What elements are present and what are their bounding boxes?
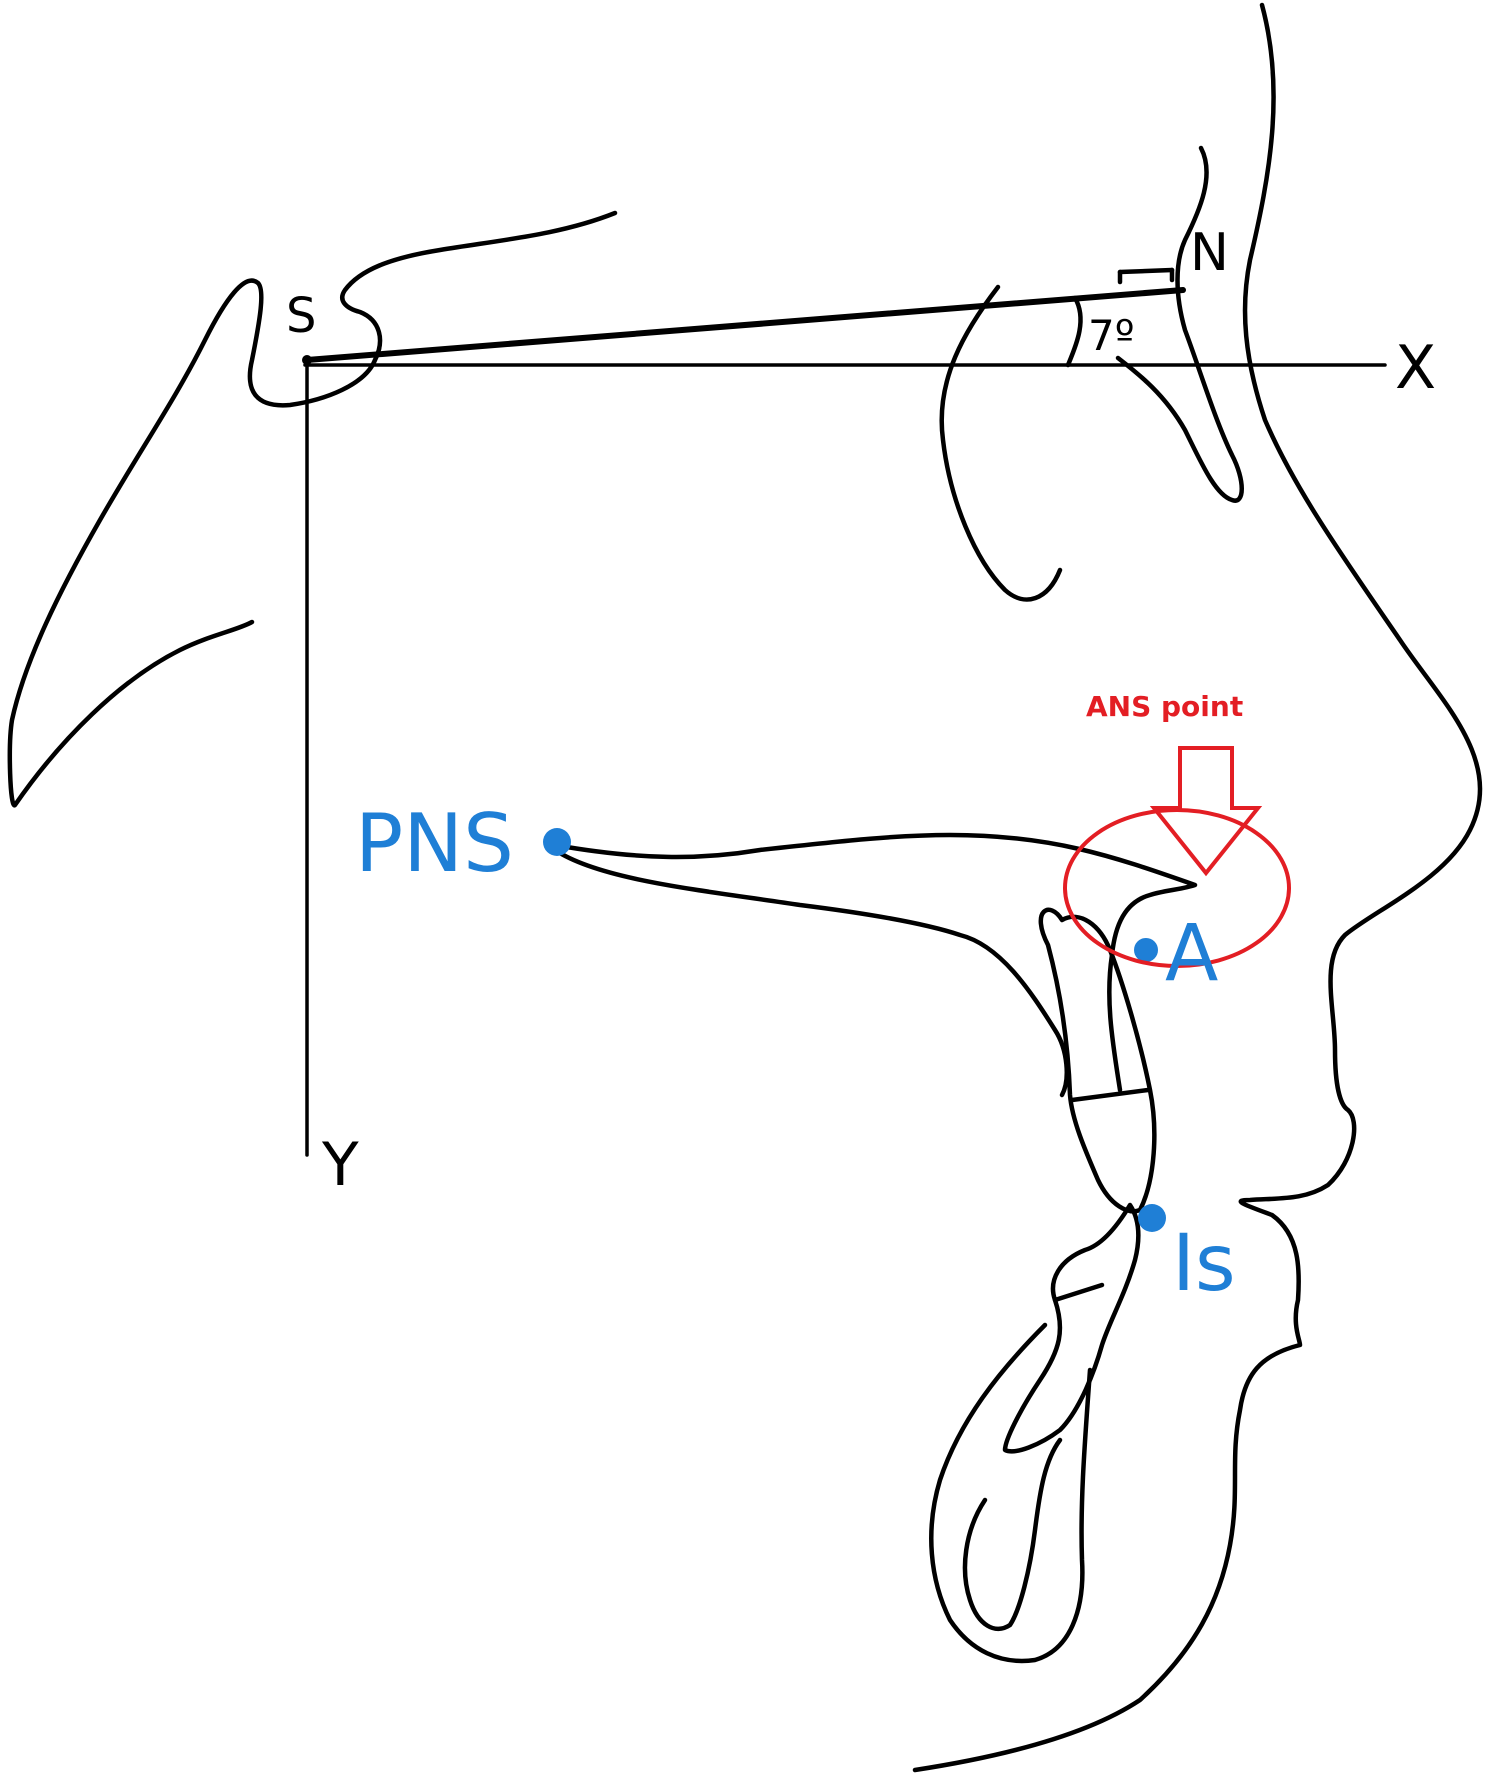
label-y: Y [321, 1130, 359, 1200]
label-n: N [1190, 223, 1229, 283]
symphysis-outer [929, 1322, 1093, 1664]
palate-lower-outline [552, 847, 1069, 1098]
label-x: X [1395, 333, 1436, 403]
angle-arc [1065, 295, 1083, 368]
orbit-outline [939, 284, 1063, 602]
pns-point [543, 828, 571, 856]
label-a: A [1165, 909, 1218, 999]
label-angle: 7º [1088, 311, 1135, 360]
s-point [302, 355, 312, 365]
soft-tissue-profile [912, 2, 1483, 1773]
label-is: Is [1172, 1219, 1236, 1309]
upper-incisor-outline [1038, 907, 1157, 1214]
a-point [1134, 938, 1158, 962]
cranial-base-outline [7, 210, 618, 808]
ans-arrow [1149, 746, 1263, 877]
label-pns: PNS [355, 797, 514, 890]
n-bracket [1117, 267, 1175, 285]
symphysis-inner [962, 1437, 1063, 1632]
palate-upper-outline [552, 832, 1198, 1093]
is-point [1138, 1204, 1166, 1232]
lower-incisor-cej [1052, 1282, 1105, 1303]
upper-incisor-cej [1069, 1087, 1151, 1103]
label-s: S [286, 288, 316, 344]
nasal-bone-outline [1115, 145, 1244, 503]
label-ans-point: ANS point [1086, 690, 1243, 723]
sn-line [304, 287, 1186, 363]
lower-incisor-outline [1002, 1202, 1141, 1454]
